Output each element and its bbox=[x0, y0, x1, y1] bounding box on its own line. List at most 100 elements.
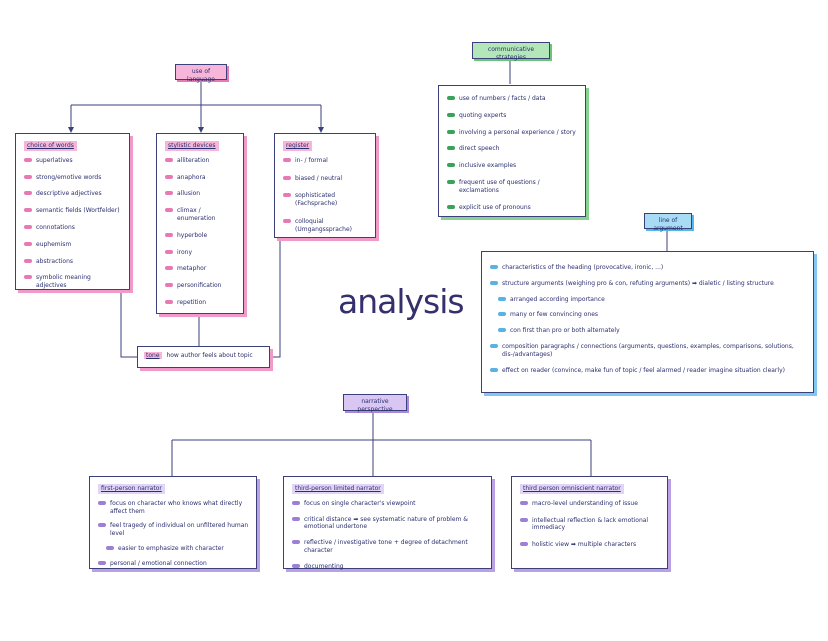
tone-label: tone bbox=[144, 352, 162, 359]
arrow-icon bbox=[292, 500, 300, 505]
list-item-text: symbolic meaning adjectives bbox=[36, 274, 91, 290]
list-item: symbolic meaning adjectives bbox=[24, 274, 123, 290]
list-item-text: macro-level understanding of issue bbox=[532, 499, 638, 507]
narrative-perspective-header: narrative perspective bbox=[343, 394, 407, 413]
list-item-text: sophisticated (Fachsprache) bbox=[295, 192, 338, 208]
narrative-perspective-label: narrative perspective bbox=[357, 398, 393, 413]
arrow-icon bbox=[165, 283, 173, 288]
list-item: intellectual reflection & lack emotional… bbox=[520, 517, 661, 533]
list-item-text: hyperbole bbox=[177, 231, 208, 239]
arrow-icon bbox=[24, 174, 32, 179]
list-item: personal / emotional connection bbox=[98, 560, 250, 568]
list-item: quoting experts bbox=[447, 112, 579, 120]
list-item-text: allusion bbox=[177, 190, 201, 198]
list-item-text: characteristics of the heading (provocat… bbox=[502, 264, 664, 271]
list-item-text: anaphora bbox=[177, 173, 206, 181]
communicative-strategies-box: use of numbers / facts / data quoting exp… bbox=[438, 85, 586, 217]
list-item-text: use of numbers / facts / data bbox=[459, 95, 546, 102]
list-item-text: in- / formal bbox=[295, 156, 328, 164]
arrow-icon bbox=[165, 249, 173, 254]
list-item-text: direct speech bbox=[459, 145, 500, 153]
arrow-icon bbox=[447, 163, 455, 168]
arrow-icon bbox=[165, 299, 173, 304]
page-title: analysis bbox=[338, 282, 465, 321]
list-item: frequent use of questions / exclamations bbox=[447, 179, 579, 195]
list-item: explicit use of pronouns bbox=[447, 204, 579, 212]
list-item: semantic fields (Wortfelder) bbox=[24, 207, 123, 215]
list-item: involving a personal experience / story bbox=[447, 129, 579, 137]
list-item-text: con first than pro or both alternately bbox=[510, 327, 620, 335]
list-item-text: composition paragraphs / connections (ar… bbox=[502, 342, 794, 358]
first-person-narrator-box: first-person narrator focus on character… bbox=[89, 476, 257, 569]
list-item-text: many or few convincing ones bbox=[510, 311, 599, 319]
third-person-omniscient-title: third person omniscient narrator bbox=[520, 484, 624, 494]
list-item: allusion bbox=[165, 190, 237, 198]
list-item-text: feel tragedy of individual on unfiltered… bbox=[110, 522, 249, 538]
list-item: euphemism bbox=[24, 241, 123, 249]
list-item-text: focus on character who knows what direct… bbox=[110, 499, 243, 515]
list-item: use of numbers / facts / data bbox=[447, 95, 579, 103]
arrow-icon bbox=[447, 146, 455, 151]
first-person-narrator-list: focus on character who knows what direct… bbox=[90, 500, 256, 568]
arrow-icon bbox=[447, 204, 455, 209]
list-item-text: easier to emphasize with character bbox=[118, 544, 224, 552]
list-item: characteristics of the heading (provocat… bbox=[490, 264, 807, 272]
arrow-icon bbox=[165, 174, 173, 179]
list-item-text: critical distance ➡ see systematic natur… bbox=[304, 515, 468, 531]
arrow-icon bbox=[24, 275, 32, 280]
arrow-icon bbox=[24, 241, 32, 246]
arrow-icon bbox=[498, 296, 506, 301]
list-item-text: focus on single character's viewpoint bbox=[304, 499, 416, 507]
arrow-icon bbox=[106, 545, 114, 550]
arrow-icon bbox=[283, 157, 291, 162]
list-item: repetition bbox=[165, 299, 237, 307]
arrow-icon bbox=[98, 523, 106, 528]
arrow-icon bbox=[283, 193, 291, 198]
list-item-text: strong/emotive words bbox=[36, 173, 102, 181]
line-of-argument-box: characteristics of the heading (provocat… bbox=[481, 251, 814, 393]
list-item-text: superlatives bbox=[36, 156, 73, 164]
arrow-icon bbox=[490, 265, 498, 269]
arrow-icon bbox=[520, 542, 528, 547]
list-item: superlatives bbox=[24, 157, 123, 165]
arrow-icon bbox=[24, 258, 32, 263]
communicative-strategies-header: communicative strategies bbox=[472, 42, 550, 61]
arrow-icon bbox=[98, 560, 106, 565]
list-item-text: alliteration bbox=[177, 156, 210, 164]
list-item-text: metaphor bbox=[177, 265, 207, 273]
list-item: arranged according importance bbox=[490, 296, 807, 304]
list-item: inclusive examples bbox=[447, 162, 579, 170]
arrow-icon bbox=[292, 563, 300, 568]
list-item: personification bbox=[165, 282, 237, 290]
arrow-icon bbox=[447, 179, 455, 184]
arrow-icon bbox=[490, 367, 498, 372]
list-item-text: structure arguments (weighing pro & con,… bbox=[502, 279, 774, 287]
list-item-text: irony bbox=[177, 248, 193, 256]
list-item-text: explicit use of pronouns bbox=[459, 203, 531, 211]
list-item: con first than pro or both alternately bbox=[490, 327, 807, 335]
list-item: strong/emotive words bbox=[24, 174, 123, 182]
list-item: many or few convincing ones bbox=[490, 311, 807, 319]
list-item-text: semantic fields (Wortfelder) bbox=[36, 207, 120, 215]
third-person-limited-title: third-person limited narrator bbox=[292, 484, 384, 494]
choice-of-words-box: choice of words superlatives strong/emoti… bbox=[15, 133, 130, 290]
arrow-icon bbox=[490, 343, 498, 348]
arrow-icon bbox=[165, 208, 173, 213]
use-of-language-header: use of language bbox=[175, 64, 227, 83]
first-person-narrator-title: first-person narrator bbox=[98, 484, 165, 494]
list-item: reflective / investigative tone + degree… bbox=[292, 539, 485, 555]
list-item-text: holistic view ➡ multiple characters bbox=[532, 541, 637, 549]
choice-of-words-title: choice of words bbox=[24, 141, 77, 151]
arrow-icon bbox=[165, 232, 173, 237]
arrow-icon bbox=[498, 328, 506, 333]
register-title: register bbox=[283, 141, 313, 151]
list-item: critical distance ➡ see systematic natur… bbox=[292, 516, 485, 532]
arrow-icon bbox=[165, 266, 173, 271]
communicative-strategies-list: use of numbers / facts / data quoting exp… bbox=[439, 95, 585, 211]
third-person-limited-box: third-person limited narrator focus on s… bbox=[283, 476, 492, 570]
